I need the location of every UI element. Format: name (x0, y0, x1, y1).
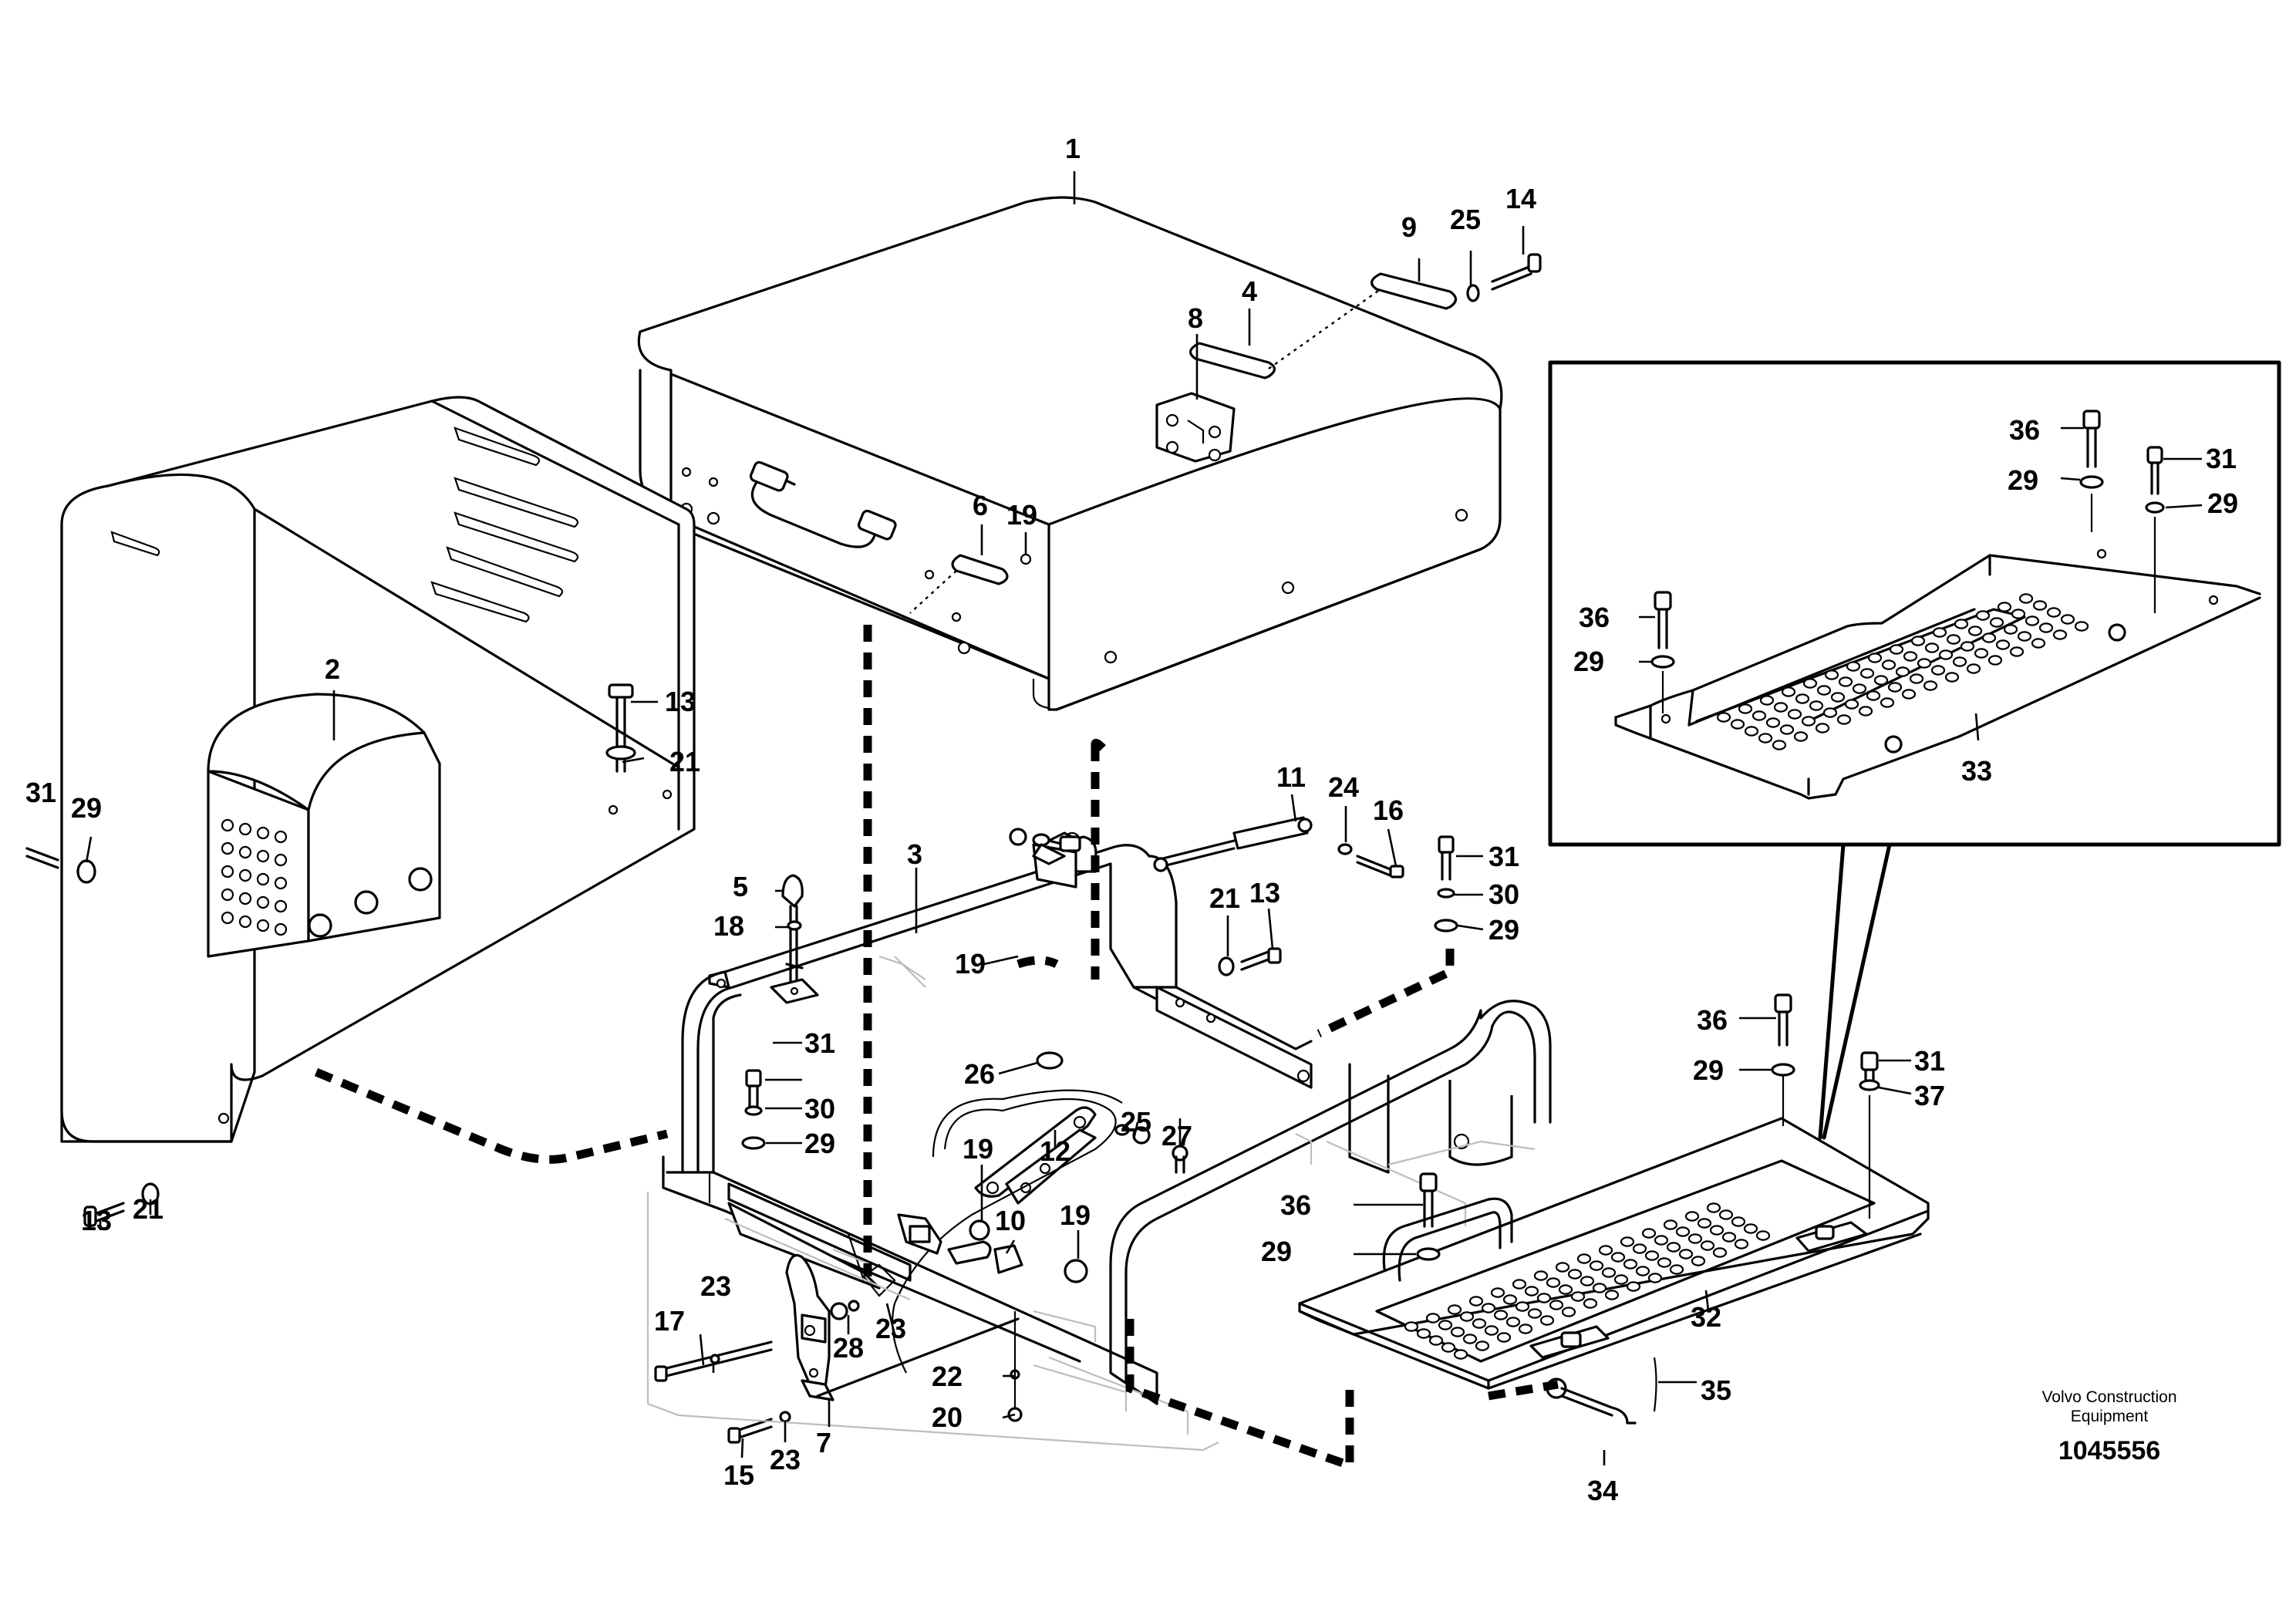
callout-36a: 36 (1280, 1189, 1311, 1221)
callout-34: 34 (1587, 1475, 1618, 1506)
part-top-cover (637, 196, 1542, 711)
callout-30a: 30 (804, 1093, 835, 1125)
callout-2: 2 (325, 653, 340, 685)
callout-16: 16 (1373, 794, 1404, 826)
callout-27: 27 (1161, 1120, 1192, 1152)
callout-35: 35 (1701, 1374, 1731, 1406)
callout-13b: 13 (1249, 877, 1280, 909)
callout-21a: 21 (669, 746, 700, 777)
callout-31a: 31 (25, 777, 56, 808)
callout-15: 15 (723, 1459, 754, 1491)
callout-29e: 29 (1261, 1236, 1292, 1267)
callout-9: 9 (1401, 211, 1417, 243)
callout-29h: 29 (2207, 487, 2238, 519)
brand-line-1: Volvo Construction (2041, 1388, 2176, 1406)
callout-19b: 19 (955, 948, 986, 980)
callout-14: 14 (1505, 183, 1536, 214)
callout-18: 18 (713, 910, 744, 942)
callout-29g: 29 (1573, 646, 1604, 677)
callout-11: 11 (1276, 761, 1306, 793)
callout-29c: 29 (1489, 914, 1519, 946)
part-frame (646, 816, 1552, 1452)
brand-line-2: Equipment (2071, 1408, 2149, 1425)
callout-36c: 36 (2009, 414, 2040, 446)
drawing-number: 1045556 (2058, 1436, 2160, 1465)
callout-25b: 25 (1121, 1106, 1151, 1138)
callout-19a: 19 (1006, 499, 1037, 531)
part-step-plate (1298, 993, 1930, 1425)
callout-29d: 29 (1693, 1054, 1724, 1086)
callout-13c: 13 (81, 1205, 112, 1236)
step-plate-holes (1404, 1202, 1771, 1360)
callout-23a: 23 (700, 1270, 731, 1302)
callout-20: 20 (932, 1401, 963, 1433)
callout-24: 24 (1328, 771, 1359, 803)
callout-5: 5 (733, 871, 748, 902)
callout-13a: 13 (665, 686, 696, 717)
part-side-hood (25, 396, 696, 1227)
callout-25a: 25 (1450, 204, 1481, 235)
callout-21b: 21 (1209, 882, 1240, 914)
breather-holes (221, 818, 288, 936)
callout-26: 26 (964, 1058, 995, 1090)
callout-19d: 19 (1060, 1199, 1091, 1231)
callout-7: 7 (816, 1427, 831, 1458)
callout-23c: 23 (770, 1444, 801, 1475)
detail-inset (1548, 360, 2281, 1140)
inset-plate-holes (1716, 593, 2089, 750)
callout-36b: 36 (1697, 1004, 1728, 1036)
callout-22: 22 (932, 1361, 963, 1392)
callout-8: 8 (1188, 302, 1203, 334)
callout-31b: 31 (804, 1027, 835, 1059)
callout-19c: 19 (963, 1133, 993, 1165)
callout-1: 1 (1065, 133, 1081, 164)
callout-labels: 1 2 3 4 5 6 7 8 9 10 11 12 13 13 13 14 1… (25, 133, 2238, 1506)
callout-29b: 29 (804, 1128, 835, 1159)
callout-12: 12 (1040, 1135, 1070, 1167)
callout-32: 32 (1691, 1301, 1721, 1333)
callout-23b: 23 (875, 1313, 906, 1344)
callout-29f: 29 (2008, 464, 2038, 496)
callout-4: 4 (1242, 275, 1257, 307)
callout-30b: 30 (1489, 878, 1519, 910)
callout-31e: 31 (2206, 443, 2237, 474)
drawing-info: Volvo Construction Equipment 1045556 (2041, 1388, 2176, 1465)
callout-6: 6 (973, 490, 988, 521)
callout-3: 3 (907, 838, 922, 870)
callout-21c: 21 (133, 1193, 164, 1225)
callout-36d: 36 (1579, 602, 1610, 633)
callout-29a: 29 (71, 792, 102, 824)
assembly-dashed-lines (314, 625, 1559, 1472)
callout-37: 37 (1914, 1080, 1945, 1111)
callout-31d: 31 (1914, 1045, 1945, 1077)
callout-17: 17 (654, 1305, 685, 1337)
callout-33: 33 (1961, 755, 1992, 787)
callout-31c: 31 (1489, 841, 1519, 872)
callout-10: 10 (995, 1205, 1026, 1236)
callout-28: 28 (833, 1332, 864, 1364)
leader-lines (60, 171, 2203, 1465)
